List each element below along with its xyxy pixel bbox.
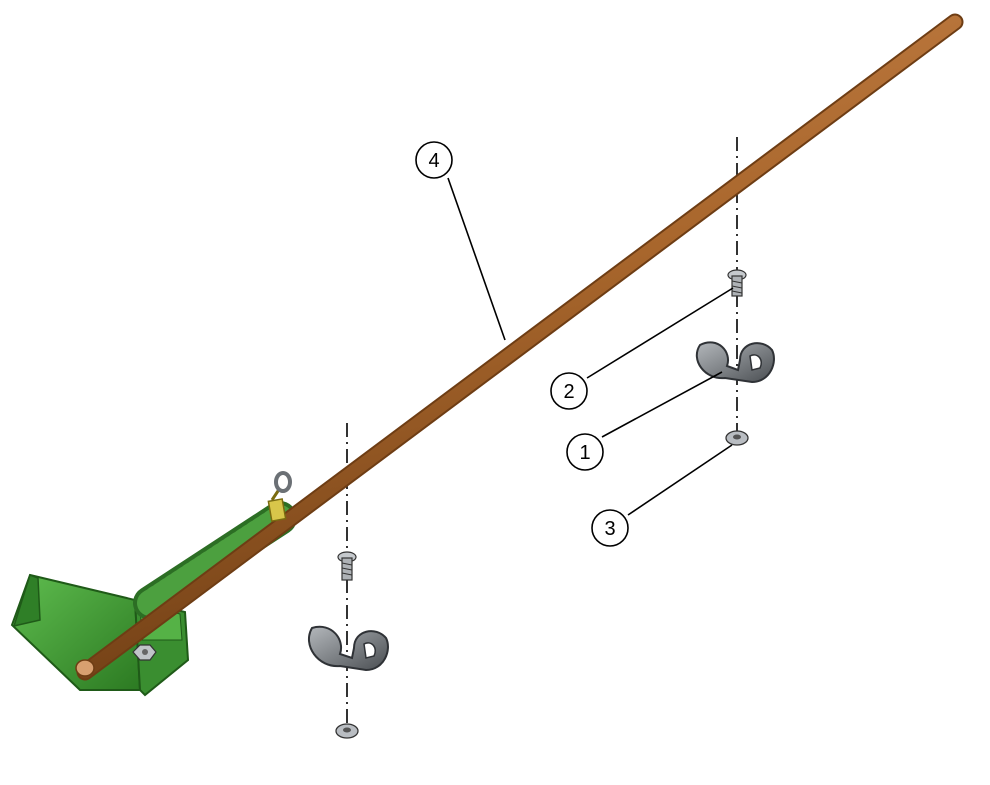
callout-4: 4 (415, 141, 453, 179)
leader-4 (447, 177, 506, 341)
clamp-right (695, 341, 775, 384)
callout-1-label: 1 (579, 442, 590, 464)
leader-1 (601, 371, 723, 438)
clamp-left (307, 625, 389, 672)
ground-rod (75, 13, 964, 681)
callout-1: 1 (566, 433, 604, 471)
nut-left (335, 723, 359, 739)
callout-2: 2 (550, 372, 588, 410)
leader-2 (586, 287, 734, 379)
callout-2-label: 2 (563, 381, 574, 403)
screw-left (337, 551, 357, 581)
leader-3 (627, 444, 733, 516)
callout-3-label: 3 (604, 518, 615, 540)
bracket-nut (132, 644, 157, 661)
ring-terminal (267, 471, 292, 522)
nut-right (725, 430, 749, 446)
callout-4-label: 4 (428, 150, 439, 172)
callout-3: 3 (591, 509, 629, 547)
screw-right (727, 269, 747, 297)
